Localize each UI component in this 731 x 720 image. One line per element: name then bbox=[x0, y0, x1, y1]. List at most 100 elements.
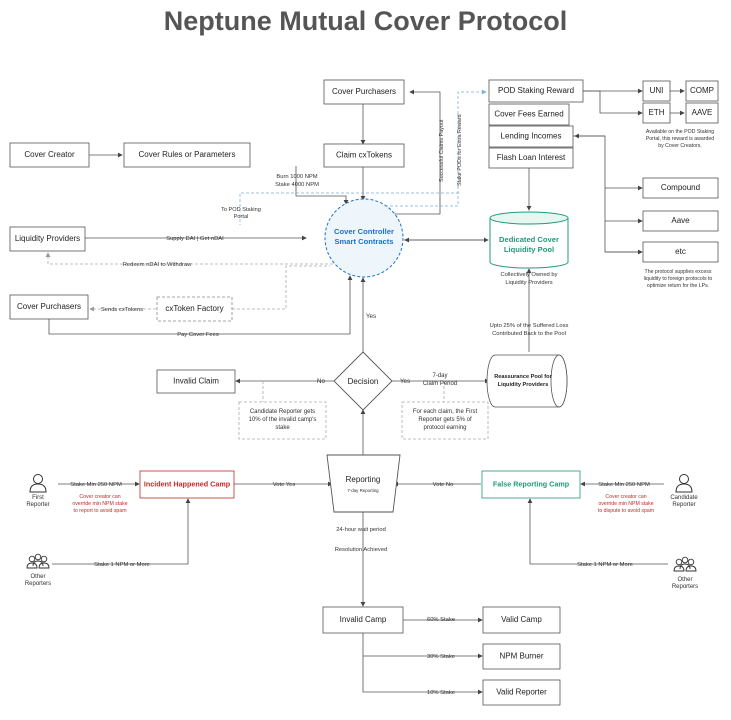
collectively-label-1: Collectively Owned by bbox=[500, 272, 557, 278]
uni-box: UNI bbox=[642, 80, 671, 102]
other-reporters-right-label-2: Reporters bbox=[672, 584, 698, 590]
svg-text:ETH: ETH bbox=[649, 108, 665, 117]
svg-text:Compound: Compound bbox=[661, 183, 700, 192]
edge-labels: Burn 1000 NPM Stake 4000 NPM To POD Stak… bbox=[70, 114, 714, 696]
svg-text:Valid Camp: Valid Camp bbox=[501, 615, 542, 624]
override-left-3: to report to avoid spam bbox=[73, 508, 126, 514]
cover-controller-node: Cover Controller Smart Contracts bbox=[324, 198, 404, 278]
protocol-label-3: optimize return for the LPs. bbox=[647, 283, 709, 289]
sends-label: Sends cxTokens bbox=[101, 307, 143, 313]
svg-text:Liquidity Providers: Liquidity Providers bbox=[498, 382, 549, 388]
override-right-1: Cover creator can bbox=[605, 494, 646, 500]
comp-box: COMP bbox=[685, 80, 719, 102]
other-reporters-left-group-icon bbox=[26, 553, 50, 569]
svg-text:Reporting: Reporting bbox=[346, 475, 381, 484]
svg-text:Cover Fees Earned: Cover Fees Earned bbox=[494, 110, 563, 119]
svg-text:protocol earning: protocol earning bbox=[423, 425, 466, 431]
svg-text:7-day Reporting: 7-day Reporting bbox=[347, 488, 379, 493]
decision-node: Decision bbox=[333, 351, 393, 411]
svg-text:Cover Purchasers: Cover Purchasers bbox=[17, 302, 81, 311]
pct10-label: 10% Stake bbox=[427, 690, 455, 696]
supply-label: Supply DAI | Get nDAI bbox=[166, 236, 224, 242]
claim-period-label: Claim Period bbox=[423, 381, 457, 387]
invalid-camp-box: Invalid Camp bbox=[322, 606, 404, 634]
compound-box: Compound bbox=[642, 177, 719, 199]
to-pod-label: To POD Staking bbox=[221, 207, 261, 213]
stake-pods-label: Stake PODs for Extra Reward bbox=[457, 114, 463, 186]
cxtoken-factory-box: cxToken Factory bbox=[156, 296, 233, 322]
svg-text:Cover Creator: Cover Creator bbox=[24, 150, 75, 159]
vote-yes-label: Vote Yes bbox=[273, 482, 296, 488]
pct30-label: 30% Stake bbox=[427, 654, 455, 660]
invalid-claim-box: Invalid Claim bbox=[156, 369, 236, 394]
other-reporters-right-group-icon bbox=[673, 556, 697, 572]
connectors bbox=[45, 88, 685, 695]
aave-box: Aave bbox=[642, 210, 719, 232]
available-label-1: Available on the POD Staking bbox=[646, 129, 714, 135]
svg-text:Valid Reporter: Valid Reporter bbox=[496, 688, 547, 697]
cover-creator-box: Cover Creator bbox=[9, 142, 90, 168]
reassurance-pool-node: Reassurance Pool for Liquidity Providers bbox=[486, 354, 568, 408]
svg-text:stake: stake bbox=[275, 425, 290, 431]
svg-text:Cover Rules or Parameters: Cover Rules or Parameters bbox=[139, 150, 236, 159]
cover-rules-box: Cover Rules or Parameters bbox=[123, 142, 251, 168]
other-reporters-left-label-1: Other bbox=[30, 574, 45, 580]
reporting-node: Reporting 7-day Reporting bbox=[326, 454, 401, 513]
yes-label: Yes bbox=[366, 313, 376, 320]
burn-label: Burn 1000 NPM bbox=[276, 174, 317, 180]
pct60-label: 60% Stake bbox=[427, 617, 455, 623]
svg-text:Aave: Aave bbox=[671, 216, 690, 225]
cover-fees-earned-box: Cover Fees Earned bbox=[488, 103, 570, 126]
svg-text:Claim cxTokens: Claim cxTokens bbox=[336, 151, 392, 160]
svg-text:Incident Happened Camp: Incident Happened Camp bbox=[144, 479, 231, 488]
svg-text:Smart Contracts: Smart Contracts bbox=[334, 237, 393, 246]
flash-loan-interest-box: Flash Loan Interest bbox=[488, 147, 574, 169]
valid-camp-box: Valid Camp bbox=[482, 606, 561, 634]
stake-one-left-label: Stake 1 NPM or More bbox=[94, 562, 150, 568]
override-left-1: Cover creator can bbox=[79, 494, 120, 500]
stake-label: Stake 4000 NPM bbox=[275, 182, 319, 188]
resolution-label: Resolution Achieved bbox=[335, 547, 388, 553]
svg-text:NPM Burner: NPM Burner bbox=[499, 652, 543, 661]
svg-text:cxToken Factory: cxToken Factory bbox=[165, 304, 223, 313]
svg-text:Reporter gets 5% of: Reporter gets 5% of bbox=[418, 417, 472, 423]
vote-no-label: Vote No bbox=[433, 482, 454, 488]
etc-box: etc bbox=[642, 241, 719, 263]
svg-text:POD Staking Reward: POD Staking Reward bbox=[498, 86, 574, 95]
svg-text:AAVE: AAVE bbox=[692, 108, 713, 117]
aave-token-box: AAVE bbox=[685, 102, 719, 124]
svg-text:COMP: COMP bbox=[690, 86, 714, 95]
override-left-2: override min NPM stake bbox=[72, 501, 127, 507]
portal-label: Portal bbox=[234, 214, 249, 220]
pay-fees-label: Pay Cover Fees bbox=[177, 332, 219, 338]
valid-reporter-box: Valid Reporter bbox=[482, 679, 561, 706]
svg-text:Candidate Reporter gets: Candidate Reporter gets bbox=[250, 409, 315, 415]
protocol-label-1: The protocol supplies excess bbox=[645, 269, 712, 275]
svg-text:False Reporting Camp: False Reporting Camp bbox=[493, 479, 570, 488]
svg-text:Dedicated Cover: Dedicated Cover bbox=[499, 235, 559, 244]
other-reporters-left-label-2: Reporters bbox=[25, 581, 51, 587]
svg-text:Invalid Camp: Invalid Camp bbox=[340, 615, 387, 624]
override-right-2: override min NPM stake bbox=[598, 501, 653, 507]
claim-cxtokens-box: Claim cxTokens bbox=[323, 143, 405, 168]
svg-text:For each claim, the First: For each claim, the First bbox=[413, 409, 478, 415]
liquidity-providers-box: Liquidity Providers bbox=[9, 226, 86, 252]
stake-one-right-label: Stake 1 NPM or More bbox=[577, 562, 633, 568]
candidate-reporter-label-2: Reporter bbox=[672, 502, 695, 508]
override-right-3: to dispute to avoid spam bbox=[598, 508, 654, 514]
first-reporter-person-icon bbox=[29, 474, 47, 493]
npm-burner-box: NPM Burner bbox=[482, 643, 561, 670]
first-reporter-label-1: First bbox=[32, 495, 44, 501]
stake-min-left-label: Stake Min 250 NPM bbox=[70, 482, 122, 488]
pod-staking-reward-box: POD Staking Reward bbox=[488, 79, 584, 103]
candidate-gets-callout: Candidate Reporter gets 10% of the inval… bbox=[238, 401, 327, 440]
successful-claims-label: Successful Claims Payout bbox=[439, 119, 445, 182]
available-label-2: Portal, this reward is awarded bbox=[646, 136, 714, 142]
svg-text:Liquidity Providers: Liquidity Providers bbox=[15, 234, 80, 243]
svg-text:etc: etc bbox=[675, 247, 686, 256]
candidate-reporter-person-icon bbox=[675, 474, 693, 493]
liquidity-pool-node: Dedicated Cover Liquidity Pool bbox=[489, 211, 569, 269]
svg-text:Reassurance Pool for: Reassurance Pool for bbox=[494, 374, 552, 380]
svg-text:Invalid Claim: Invalid Claim bbox=[173, 377, 219, 386]
lending-incomes-box: Lending Incomes bbox=[488, 125, 574, 148]
